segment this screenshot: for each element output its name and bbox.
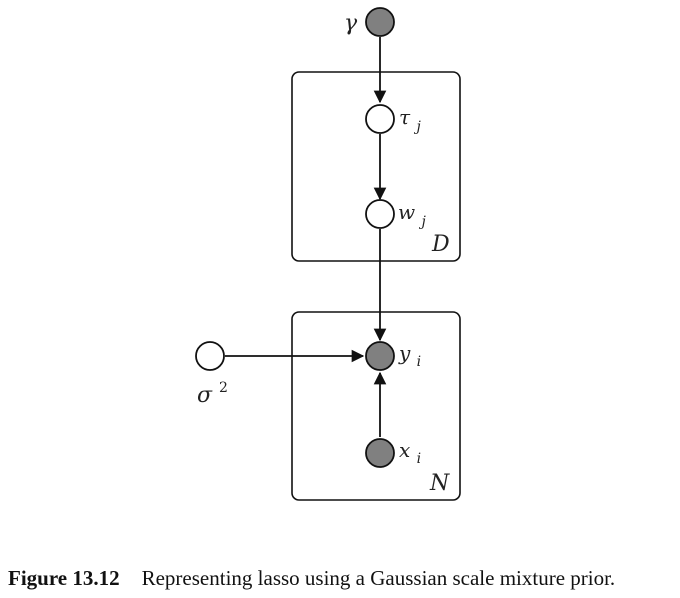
node-y	[365, 341, 395, 371]
label-x-subscript: i	[417, 451, 421, 467]
plate-d	[291, 71, 461, 262]
plate-n	[291, 311, 461, 501]
label-y: y i	[398, 341, 421, 370]
node-x	[365, 438, 395, 468]
figure-number: Figure 13.12	[8, 566, 120, 590]
label-w: w j	[398, 200, 426, 230]
label-sigma-symbol: σ	[197, 383, 213, 408]
node-gamma	[365, 7, 395, 37]
label-sigma-superscript: 2	[219, 380, 228, 396]
label-sigma: σ 2	[197, 380, 228, 408]
label-tau-subscript: j	[413, 119, 421, 135]
node-sigma	[195, 341, 225, 371]
plate-n-label: N	[429, 471, 450, 496]
label-tau-symbol: τ	[399, 105, 411, 129]
plate-d-label: D	[431, 232, 450, 257]
label-gamma: γ	[344, 11, 358, 36]
label-w-symbol: w	[398, 200, 415, 224]
label-w-subscript: j	[418, 214, 426, 230]
label-tau: τ j	[399, 105, 421, 135]
caption-text: Representing lasso using a Gaussian scal…	[141, 566, 616, 590]
node-w	[365, 199, 395, 229]
label-y-subscript: i	[417, 354, 421, 370]
node-tau	[365, 104, 395, 134]
label-x: x i	[399, 438, 421, 467]
label-x-symbol: x	[399, 438, 410, 462]
figure-caption: Figure 13.12 Representing lasso using a G…	[8, 566, 678, 591]
label-y-symbol: y	[398, 341, 411, 365]
